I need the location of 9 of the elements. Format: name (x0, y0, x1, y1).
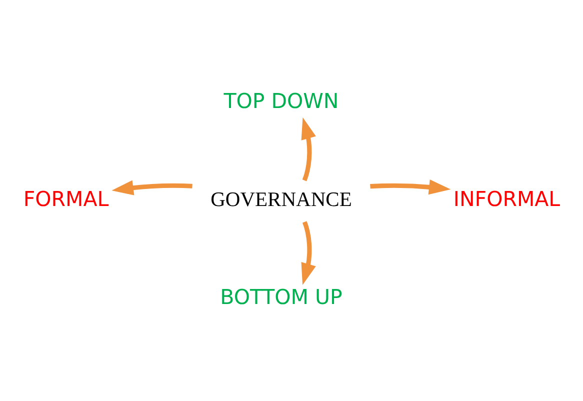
arrow (301, 220, 316, 284)
node-text: BOTTOM UP (220, 284, 342, 308)
arrow (112, 180, 192, 195)
node-text: INFORMAL (453, 186, 560, 211)
node-text: TOP DOWN (224, 88, 339, 113)
node-text: FORMAL (23, 186, 109, 211)
arrow (301, 116, 316, 181)
node-text: GOVERNANCE (210, 188, 352, 211)
arrow (370, 179, 451, 194)
